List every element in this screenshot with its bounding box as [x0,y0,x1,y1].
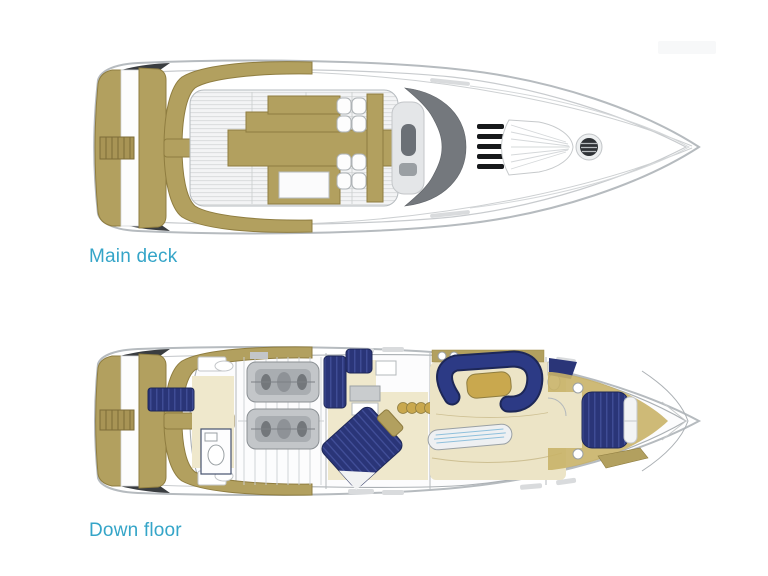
helm-chairs [336,97,367,190]
salon-lounge [427,423,513,451]
vip-pillows [623,396,638,444]
swim-platform [94,63,170,231]
engine-starboard [246,408,320,450]
windshield [404,87,467,207]
mid-cabin-bed [321,406,404,490]
main-deck-plan [93,59,701,235]
engine-room [238,352,324,485]
vent-grille [477,124,504,169]
crew-bathroom [200,428,232,475]
vip-bed [581,391,629,449]
vip-cabin [547,370,689,472]
bow-sunpad [501,119,574,176]
stern-ladder [99,136,135,160]
main-deck-label: Main deck [89,246,178,267]
swim-platform [95,346,313,496]
helm-station [391,101,425,195]
stern-ladder [99,409,135,431]
anchor-winch [575,133,603,161]
down-floor-plan [94,345,702,497]
crew-bed [147,387,195,412]
mid-cabin-sofa [345,348,373,374]
down-floor-label: Down floor [89,520,182,541]
crew-cabin [147,356,234,486]
flybridge-console [227,93,393,205]
faint-smudge-artifact [658,41,716,54]
cockpit-table [278,171,330,199]
engine-port [246,361,320,403]
salon-table [466,371,512,399]
